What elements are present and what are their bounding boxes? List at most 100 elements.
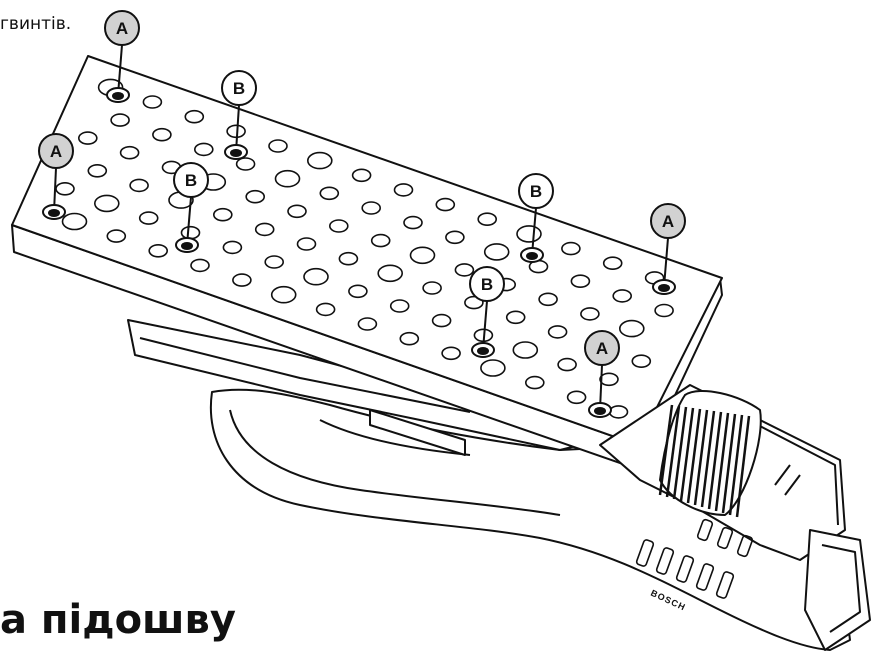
plate-hole <box>138 211 159 225</box>
plate-hole <box>142 95 163 109</box>
plate-hole <box>152 127 172 142</box>
callout-circle <box>469 266 505 302</box>
plate-hole <box>194 142 214 157</box>
plate-hole <box>547 325 568 339</box>
callout-circle <box>38 133 74 169</box>
plate-hole <box>608 405 629 419</box>
plate-hole <box>55 182 75 196</box>
plate-hole <box>245 189 265 204</box>
callout-label: B <box>185 171 197 190</box>
screw-head <box>658 284 670 292</box>
plate-hole <box>106 229 127 243</box>
dial-rib <box>714 412 730 512</box>
callout-label: A <box>116 19 128 38</box>
callout-label: B <box>530 182 542 201</box>
callout-label: A <box>662 212 674 231</box>
plate-hole <box>389 299 410 313</box>
callout-circle <box>221 70 257 106</box>
dial-rib <box>728 414 744 516</box>
screw-head <box>48 209 60 217</box>
plate-hole <box>184 109 205 124</box>
callout-circle <box>584 330 620 366</box>
leader-line <box>663 237 669 288</box>
plate-hole <box>94 194 120 213</box>
callout-a: A <box>38 133 74 220</box>
plate-hole <box>483 243 510 261</box>
plate-hole <box>403 215 423 230</box>
plate-hole <box>480 359 506 377</box>
plate-hole <box>399 331 420 346</box>
dial-rib <box>700 410 716 508</box>
callout-b: B <box>221 70 257 160</box>
screw-head <box>594 407 606 415</box>
callout-b: B <box>469 266 505 358</box>
plate-hole <box>431 313 452 328</box>
plate-hole <box>524 375 545 390</box>
plate-hole <box>303 267 329 286</box>
plate-hole <box>361 201 382 215</box>
section-heading: а підошву <box>0 597 236 643</box>
plate-hole <box>561 241 581 256</box>
dial-rib <box>707 411 723 510</box>
callout-b: B <box>518 173 554 263</box>
leader-line <box>117 44 123 96</box>
caption-text: гвинтів. <box>0 14 72 34</box>
screw-head <box>230 149 242 157</box>
housing-slot <box>369 409 466 456</box>
plate-hole <box>148 244 168 258</box>
plate-hole <box>377 264 404 283</box>
callout-circle <box>104 10 140 46</box>
callout-label: B <box>481 275 493 294</box>
callout-circle <box>173 162 209 198</box>
callout-label: A <box>596 339 608 358</box>
plate-hole <box>602 256 623 271</box>
plate-hole <box>190 258 210 273</box>
plate-hole <box>61 212 88 231</box>
plate-hole <box>357 317 378 331</box>
plate-hole <box>235 157 256 171</box>
plate-hole <box>87 164 108 178</box>
dial-rib <box>735 415 751 518</box>
screw-head <box>181 242 193 250</box>
plate-hole <box>435 197 456 212</box>
plate-hole <box>409 246 436 265</box>
callout-a: A <box>584 330 620 418</box>
plate-hole <box>296 237 317 251</box>
plate-hole <box>599 372 619 387</box>
plate-hole <box>477 212 498 226</box>
plate-hole <box>557 357 577 372</box>
callout-label: A <box>50 142 62 161</box>
plate-hole <box>270 285 297 304</box>
plate-hole <box>580 307 600 321</box>
plate-hole <box>232 273 252 287</box>
plate-hole <box>393 183 414 197</box>
callout-b: B <box>173 162 209 253</box>
dial-rib <box>658 404 674 496</box>
callout-a: A <box>104 10 140 103</box>
dial-rib <box>672 406 688 500</box>
plate-hole <box>351 168 372 183</box>
plate-hole <box>654 303 674 318</box>
vent-slots <box>635 518 754 599</box>
plate-hole <box>287 204 307 219</box>
dial-rib <box>693 409 709 506</box>
plate-hole <box>338 251 359 266</box>
plate-hole <box>213 207 233 222</box>
plate-hole <box>78 131 98 145</box>
plate-hole <box>254 222 275 237</box>
leader-line <box>482 300 488 351</box>
screw-head <box>112 92 124 100</box>
screw-head <box>526 252 538 260</box>
dial-rib <box>721 413 737 514</box>
callout-a: A <box>650 203 686 295</box>
plate-hole <box>441 346 461 361</box>
plate-hole <box>129 178 149 193</box>
plate-hole <box>306 151 333 170</box>
plate-hole <box>328 219 349 233</box>
plate-hole <box>180 225 201 240</box>
leader-line <box>186 196 192 246</box>
plate-hole <box>315 302 336 317</box>
plate-hole <box>222 240 243 255</box>
plate-hole <box>264 255 285 269</box>
